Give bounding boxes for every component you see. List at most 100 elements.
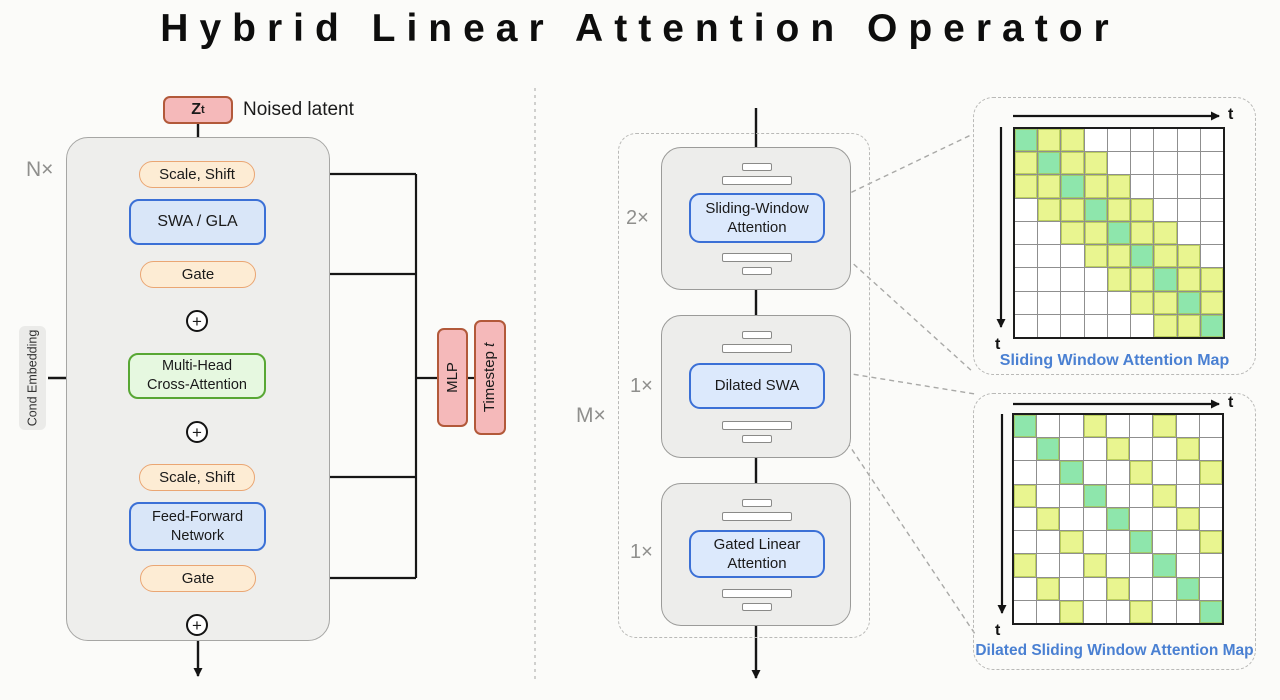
attention-map-cell [1038, 245, 1061, 268]
attention-map-cell [1014, 531, 1037, 554]
mlp-box: MLP [437, 328, 468, 427]
attention-map-cell [1130, 577, 1153, 600]
attention-map-cell [1060, 554, 1083, 577]
attention-map-cell [1130, 484, 1153, 507]
residual-add-1: + [186, 310, 208, 332]
attention-map-cell [1037, 484, 1060, 507]
attention-map-cell [1131, 198, 1154, 221]
dilated-swa-box: Dilated SWA [689, 363, 825, 409]
attention-map-cell [1060, 415, 1083, 438]
attention-map-cell [1176, 531, 1199, 554]
attention-map-cell [1106, 531, 1130, 554]
map2-y-axis-label: t [995, 622, 1001, 639]
attention-map-cell [1038, 221, 1061, 245]
attention-map-cell [1154, 175, 1177, 198]
attention-map-cell [1154, 245, 1177, 268]
repeat-count-n: N× [26, 158, 54, 181]
attention-map-cell [1154, 152, 1177, 175]
attention-map-cell [1083, 484, 1106, 507]
hybrid-stack-container [618, 133, 870, 638]
scale-shift-box-1: Scale, Shift [139, 161, 255, 188]
attention-map-cell [1060, 600, 1083, 623]
attention-map-cell [1153, 507, 1176, 531]
attention-map-cell [1199, 554, 1222, 577]
attention-map-cell [1199, 484, 1222, 507]
timestep-var: t [481, 342, 499, 347]
residual-add-2: + [186, 421, 208, 443]
map-callout-lines [826, 133, 976, 635]
attention-map-cell [1177, 268, 1200, 291]
attention-map-cell [1037, 531, 1060, 554]
attention-map-cell [1153, 600, 1176, 623]
attention-map-cell [1200, 314, 1223, 337]
attention-map-cell [1177, 245, 1200, 268]
attention-map-cell [1084, 245, 1107, 268]
attention-map-cell [1200, 129, 1223, 152]
attention-map-cell [1154, 291, 1177, 314]
layer-bar [742, 331, 772, 339]
attention-map-cell [1131, 245, 1154, 268]
attention-map-cell [1153, 531, 1176, 554]
attention-map-cell [1130, 438, 1153, 461]
layer-bar [722, 253, 792, 262]
block-repeat-1: 1× [630, 375, 653, 397]
layer-bar [722, 421, 792, 430]
layer-bar [722, 176, 792, 185]
gla-block: Gated Linear Attention [661, 483, 851, 626]
scale-shift-box-2: Scale, Shift [139, 464, 255, 491]
attention-map-cell [1061, 268, 1084, 291]
attention-map-cell [1015, 198, 1038, 221]
dilated-sliding-window-attention-map [1012, 413, 1224, 625]
layer-bar [742, 603, 772, 611]
attention-map-cell [1199, 531, 1222, 554]
attention-map-cell [1060, 577, 1083, 600]
attention-map-cell [1014, 438, 1037, 461]
attention-map-cell [1177, 175, 1200, 198]
gla-label-line1: Gated Linear [713, 535, 801, 553]
attention-map-cell [1083, 554, 1106, 577]
cross-attention-box: Multi-Head Cross-Attention [128, 353, 266, 399]
block-repeat-2: 1× [630, 541, 653, 563]
dilated-swa-block: Dilated SWA [661, 315, 851, 458]
attention-map-cell [1084, 152, 1107, 175]
gated-linear-attention-box: Gated Linear Attention [689, 530, 825, 578]
attention-map-cell [1176, 600, 1199, 623]
cross-attention-line1: Multi-Head [161, 358, 233, 375]
attention-map-cell [1106, 554, 1130, 577]
attention-map-cell [1154, 129, 1177, 152]
latent-subscript: t [201, 104, 205, 116]
attention-map-cell [1130, 461, 1153, 484]
attention-map-cell [1200, 198, 1223, 221]
attention-map-cell [1106, 507, 1130, 531]
layer-bar [742, 163, 772, 171]
attention-map-cell [1015, 221, 1038, 245]
attention-map-cell [1107, 175, 1131, 198]
attention-map-cell [1131, 221, 1154, 245]
attention-map-cell [1200, 245, 1223, 268]
attention-map-cell [1014, 577, 1037, 600]
attention-map-cell [1200, 268, 1223, 291]
attention-map-cell [1131, 129, 1154, 152]
attention-map-cell [1084, 291, 1107, 314]
attention-map-cell [1060, 461, 1083, 484]
attention-map-cell [1199, 438, 1222, 461]
attention-map-cell [1131, 268, 1154, 291]
attention-map-cell [1199, 577, 1222, 600]
attention-map-cell [1015, 175, 1038, 198]
attention-map-cell [1061, 198, 1084, 221]
attention-map-cell [1038, 198, 1061, 221]
attention-map-cell [1153, 415, 1176, 438]
repeat-count-m: M× [576, 404, 606, 427]
cross-attention-line2: Cross-Attention [147, 377, 247, 393]
residual-add-3: + [186, 614, 208, 636]
attention-map-cell [1014, 415, 1037, 438]
attention-map-cell [1200, 175, 1223, 198]
attention-map-cell [1037, 507, 1060, 531]
attention-map-cell [1060, 438, 1083, 461]
layer-bar [742, 499, 772, 507]
attention-map-cell [1200, 291, 1223, 314]
map2-x-axis-label: t [1228, 394, 1234, 411]
layer-bar [742, 267, 772, 275]
attention-map-cell [1038, 175, 1061, 198]
attention-map-cell [1130, 507, 1153, 531]
